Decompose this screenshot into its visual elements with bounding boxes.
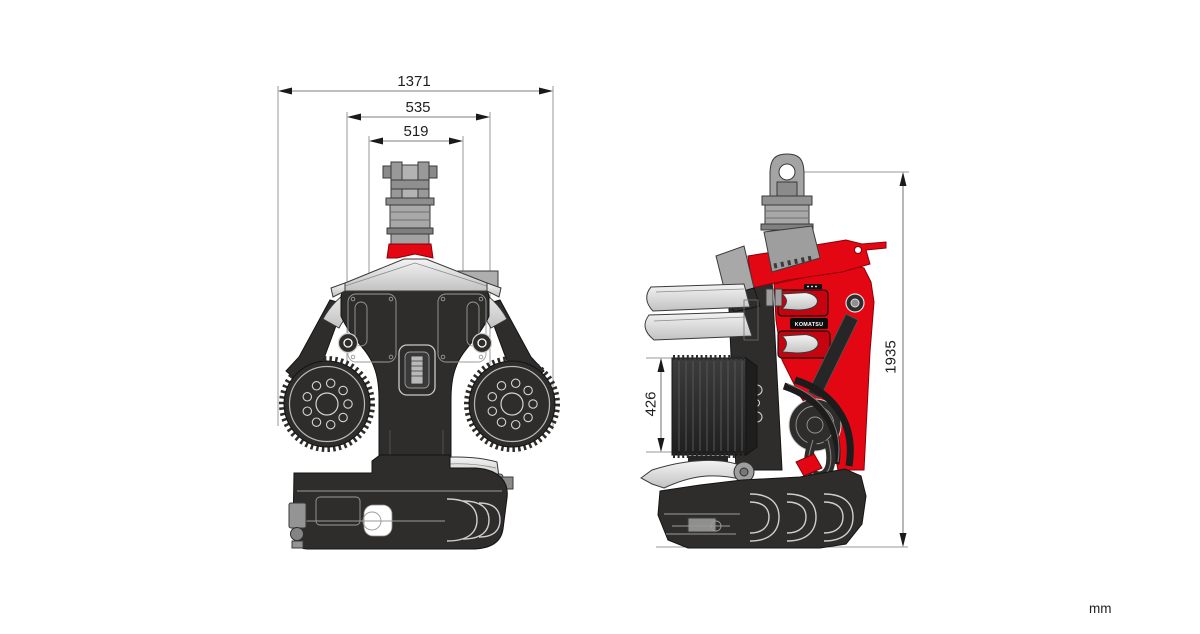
front-view: 1371 535 519 — [277, 73, 558, 550]
dim-overall-width-label: 1371 — [397, 73, 430, 90]
front-machine-illustration — [282, 161, 558, 550]
side-machine-illustration: KOMATSU — [640, 153, 887, 549]
side-saw-housing — [657, 468, 867, 549]
unit-label: mm — [1089, 601, 1112, 616]
front-red-collar — [386, 243, 434, 259]
right-pivot — [471, 332, 493, 354]
front-feed-wheel-right — [467, 359, 558, 450]
feed-roller — [671, 355, 758, 464]
side-view: KOMATSU — [640, 153, 909, 549]
brand-plate — [790, 318, 828, 329]
measuring-unit — [389, 344, 444, 466]
delimb-knife-upper — [646, 283, 751, 312]
dim-overall-height: 1935 — [882, 172, 907, 547]
left-pivot — [337, 332, 359, 354]
dim-feed-roller-height: 426 — [642, 358, 665, 452]
dim-overall-height-label: 1935 — [882, 340, 899, 373]
dim-inner-width-label: 519 — [403, 123, 428, 140]
top-cover — [344, 258, 488, 292]
brand-label: KOMATSU — [795, 322, 824, 328]
dim-mid-width: 535 — [347, 99, 490, 121]
lower-knife-section — [780, 333, 819, 354]
front-rotator-link — [382, 161, 438, 259]
hydraulic-hose — [782, 382, 841, 465]
dim-feed-roller-height-label: 426 — [642, 391, 659, 416]
dim-inner-width: 519 — [369, 123, 463, 145]
dim-overall-width: 1371 — [278, 73, 553, 95]
side-rotator-link — [760, 153, 821, 273]
frame-strut — [807, 313, 859, 399]
front-feed-wheel-left — [282, 359, 373, 450]
upper-knife-section — [780, 291, 818, 311]
dim-mid-width-label: 535 — [405, 99, 430, 116]
front-extension-lines — [277, 86, 554, 426]
delimb-knife-lower — [644, 311, 753, 341]
